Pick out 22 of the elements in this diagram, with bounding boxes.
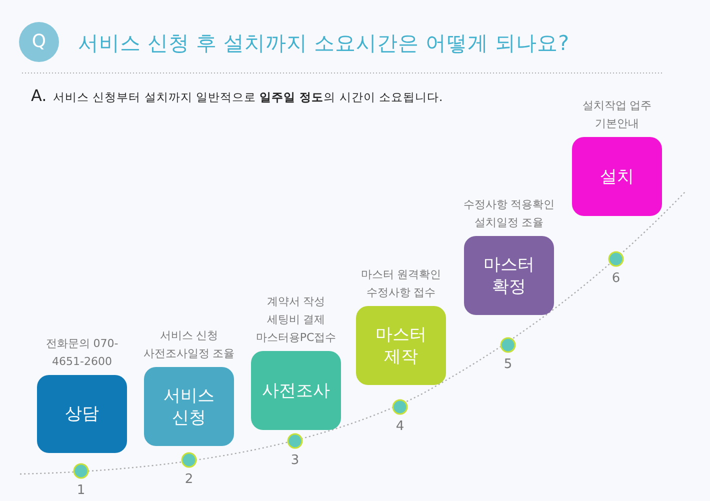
step-number: 2 (184, 472, 194, 487)
step-number: 5 (502, 357, 514, 372)
answer-text: 서비스 신청부터 설치까지 일반적으로 일주일 정도의 시간이 소요됩니다. (53, 90, 443, 105)
step-number: 3 (290, 453, 300, 468)
step-number: 6 (610, 271, 622, 286)
step-box: 상담 (37, 375, 127, 453)
step-caption: 서비스 신청 사전조사일정 조율 (142, 328, 236, 362)
title: 서비스 신청 후 설치까지 소요시간은 어떻게 되나요? (78, 30, 569, 57)
step-caption: 전화문의 070-4651-2600 (44, 336, 120, 370)
step-number: 1 (76, 483, 86, 498)
step-box: 마스터 확정 (464, 236, 554, 315)
step-caption: 계약서 작성 세팅비 결제 마스터용PC접수 (254, 294, 338, 346)
step-caption: 수정사항 적용확인 설치일정 조율 (462, 197, 556, 231)
step-box: 마스터 제작 (356, 306, 446, 385)
step-caption: 마스터 원격확인 수정사항 접수 (360, 267, 442, 301)
step-box: 설치 (572, 137, 662, 216)
question-badge: Q (19, 22, 59, 62)
answer-mark: A. (31, 86, 47, 105)
step-caption: 설치작업 업주 기본안내 (581, 98, 653, 132)
step-box: 사전조사 (251, 351, 341, 430)
step-box: 서비스 신청 (144, 367, 234, 446)
step-number: 4 (394, 419, 406, 434)
